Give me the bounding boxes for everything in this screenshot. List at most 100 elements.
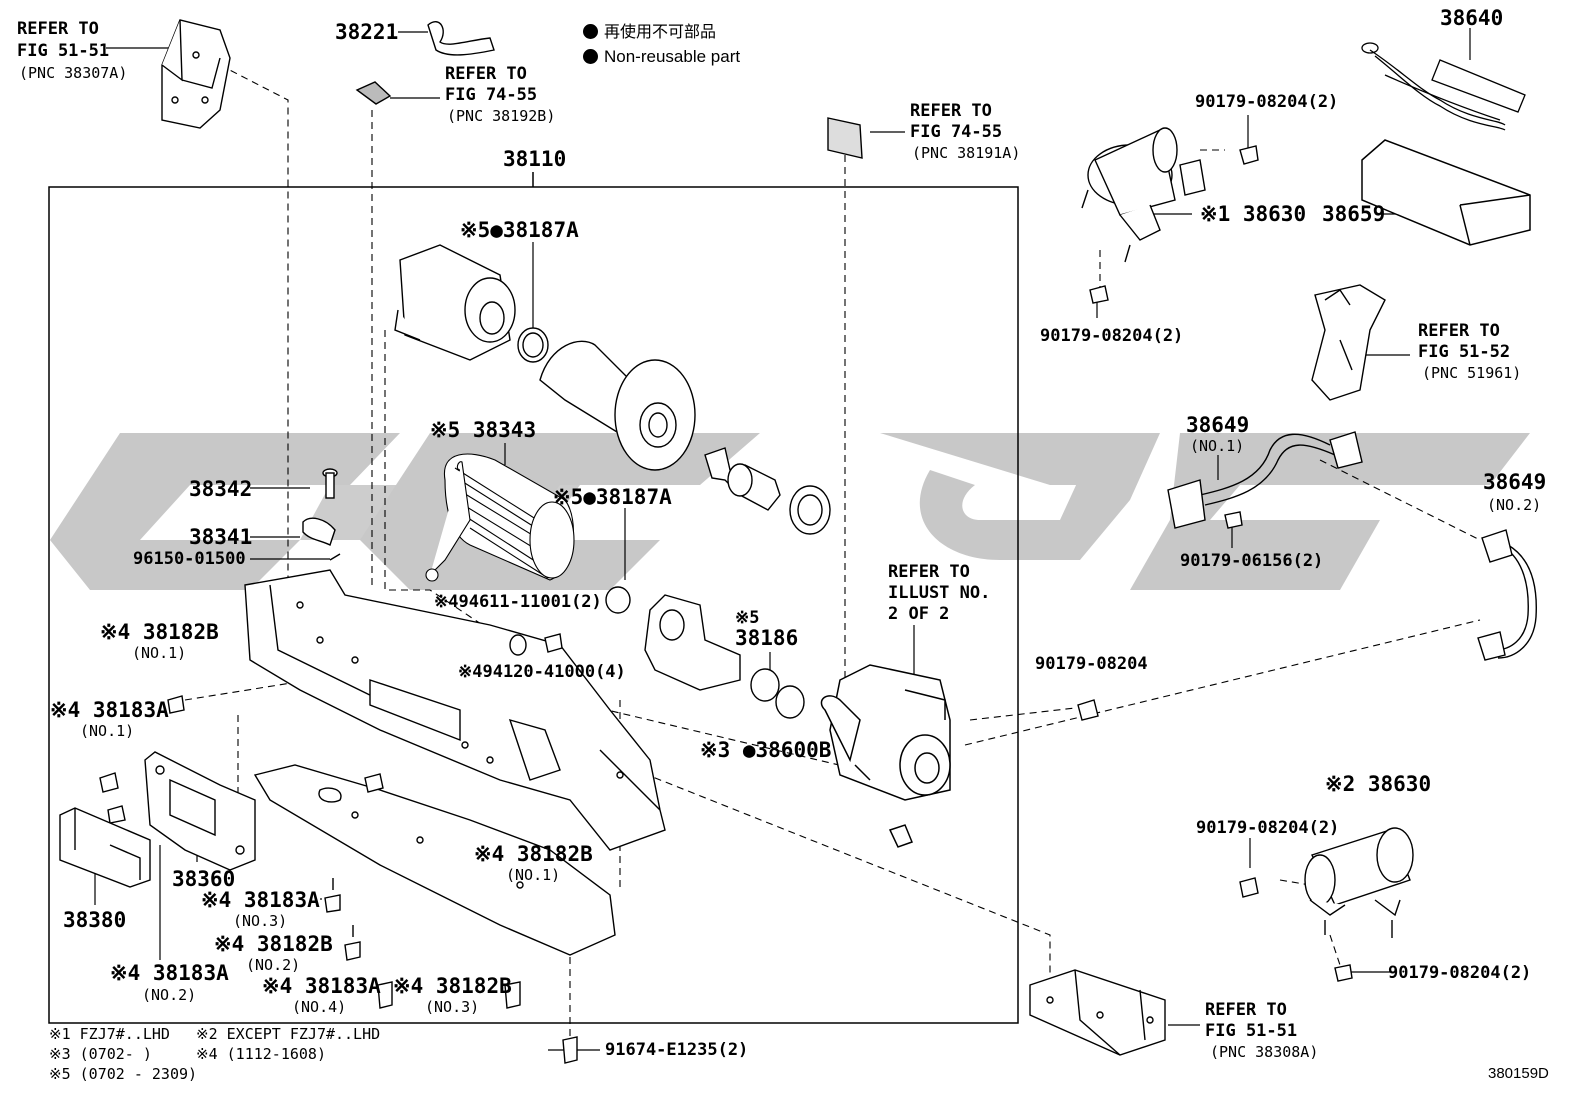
ref-38308a-line1: REFER TO	[1205, 1000, 1287, 1020]
harness-38649-no2	[1477, 529, 1537, 661]
callout-96150: 96150-01500	[133, 549, 246, 569]
callout-38183a-no4: ※4 38183A	[262, 974, 381, 998]
callout-38110: 38110	[503, 147, 567, 171]
watermark-logo	[50, 433, 1530, 590]
ref-38307a-line3: (PNC 38307A)	[19, 64, 128, 82]
harness-38649-no1	[1167, 431, 1363, 529]
shaft-assembly	[605, 447, 831, 614]
ref-38192b-line3: (PNC 38192B)	[447, 107, 556, 125]
callout-38183a-no2-sub: (NO.2)	[142, 986, 197, 1004]
callout-38649-no2-sub: (NO.2)	[1487, 496, 1542, 514]
bearing-block-38186	[644, 594, 805, 719]
ref-38307a-line2: FIG 51-51	[17, 41, 110, 61]
callout-38630-bottom: ※2 38630	[1325, 772, 1432, 796]
callout-38187a-top: ※5●38187A	[460, 218, 579, 242]
callout-90179-a: 90179-08204(2)	[1195, 92, 1339, 112]
callout-90179-e: 90179-08204(2)	[1388, 963, 1532, 983]
footnote-4: ※4 (1112-1608)	[196, 1045, 326, 1063]
ref-illust-line2: ILLUST NO.	[888, 583, 991, 603]
callout-38182b-no1-b-sub: (NO.1)	[506, 866, 561, 884]
hose-38221	[427, 21, 495, 56]
dot-icon	[583, 24, 598, 39]
bracket-38308a	[1029, 969, 1166, 1056]
ref-38308a-line2: FIG 51-51	[1205, 1021, 1298, 1041]
remote-38640	[1361, 42, 1526, 131]
ref-38191a-line2: FIG 74-55	[910, 122, 1003, 142]
callout-90179-d: 90179-08204(2)	[1196, 818, 1340, 838]
callout-38183a-no3-sub: (NO.3)	[233, 912, 288, 930]
labels-stickers	[355, 81, 863, 159]
legend-jp: 再使用不可部品	[583, 22, 716, 42]
callout-38182b-no3: ※4 38182B	[393, 974, 512, 998]
callout-90179-c: 90179-08204	[1035, 654, 1148, 674]
callout-90179-06156: 90179-06156(2)	[1180, 551, 1324, 571]
bolt-38342	[302, 468, 341, 561]
ref-51961-line3: (PNC 51961)	[1422, 364, 1522, 382]
callout-38186: 38186	[735, 626, 799, 650]
callout-38183a-no2: ※4 38183A	[110, 961, 229, 985]
callout-38182b-no2-sub: (NO.2)	[246, 956, 301, 974]
ref-38192b-line1: REFER TO	[445, 64, 527, 84]
motor-38630-bottom	[1239, 827, 1414, 982]
callout-38649-no1-sub: (NO.1)	[1190, 437, 1245, 455]
callout-38649-no1: 38649	[1186, 413, 1250, 437]
legend-en: Non-reusable part	[583, 47, 740, 67]
cable-drum-38343	[425, 453, 575, 582]
callout-38341: 38341	[189, 525, 253, 549]
callout-38182b-no1-a-sub: (NO.1)	[132, 644, 187, 662]
ref-38308a-line3: (PNC 38308A)	[1210, 1043, 1319, 1061]
ref-38191a-line3: (PNC 38191A)	[912, 144, 1021, 162]
dot-icon	[583, 49, 598, 64]
callout-38342: 38342	[189, 477, 253, 501]
ref-38307a-line1: REFER TO	[17, 19, 99, 39]
ref-51961-line2: FIG 51-52	[1418, 342, 1511, 362]
callout-94120: ※494120-41000(4)	[458, 662, 626, 682]
footnote-5: ※5 (0702 - 2309)	[49, 1065, 198, 1083]
callout-38630-top: ※1 38630	[1200, 202, 1307, 226]
footnote-2: ※2 EXCEPT FZJ7#..LHD	[196, 1025, 381, 1043]
ref-51961-line1: REFER TO	[1418, 321, 1500, 341]
callout-38183a-no1-sub: (NO.1)	[80, 722, 135, 740]
gear-housing-38187a	[394, 244, 549, 363]
callout-38659: 38659	[1322, 202, 1386, 226]
ref-38191a-line1: REFER TO	[910, 101, 992, 121]
callout-38640: 38640	[1440, 6, 1504, 30]
bracket-38380	[59, 807, 151, 888]
callout-38343: ※5 38343	[430, 418, 537, 442]
callout-38187a-mid: ※5●38187A	[553, 485, 672, 509]
guard-plate	[253, 764, 616, 956]
callout-38182b-no3-sub: (NO.3)	[425, 998, 480, 1016]
callout-38182b-no1-a: ※4 38182B	[100, 620, 219, 644]
bracket-38307a	[161, 19, 231, 129]
skid-plate-38360	[99, 751, 256, 871]
callout-38649-no2: 38649	[1483, 470, 1547, 494]
ref-illust-line1: REFER TO	[888, 562, 970, 582]
cross-member-38110	[244, 569, 666, 851]
motor-38630-top	[1081, 127, 1206, 263]
callout-38380: 38380	[63, 908, 127, 932]
callout-38182b-no1-b: ※4 38182B	[474, 842, 593, 866]
callout-38183a-no3: ※4 38183A	[201, 888, 320, 912]
ref-38192b-line2: FIG 74-55	[445, 85, 538, 105]
callout-94611: ※494611-11001(2)	[434, 592, 602, 612]
motor-38600b	[820, 664, 951, 848]
callout-38221: 38221	[335, 20, 399, 44]
footnote-1: ※1 FZJ7#..LHD	[49, 1025, 170, 1043]
footnote-3: ※3 (0702- )	[49, 1045, 152, 1063]
drum-38343	[539, 340, 696, 471]
callout-38183a-no4-sub: (NO.4)	[292, 998, 347, 1016]
diagram-code: 380159D	[1488, 1065, 1549, 1082]
callout-90179-b: 90179-08204(2)	[1040, 326, 1184, 346]
nut-90179-top	[1089, 145, 1259, 304]
callout-38186-mark: ※5	[735, 608, 760, 628]
callout-38183a-no1: ※4 38183A	[50, 698, 169, 722]
callout-38182b-no2: ※4 38182B	[214, 932, 333, 956]
ref-illust-line3: 2 OF 2	[888, 604, 950, 624]
callout-38360: 38360	[172, 867, 236, 891]
callout-91674: 91674-E1235(2)	[605, 1040, 749, 1060]
callout-38600b: ※3 ●38600B	[700, 738, 832, 762]
cover-38659	[1361, 139, 1531, 246]
bolts-lower	[167, 695, 578, 1064]
